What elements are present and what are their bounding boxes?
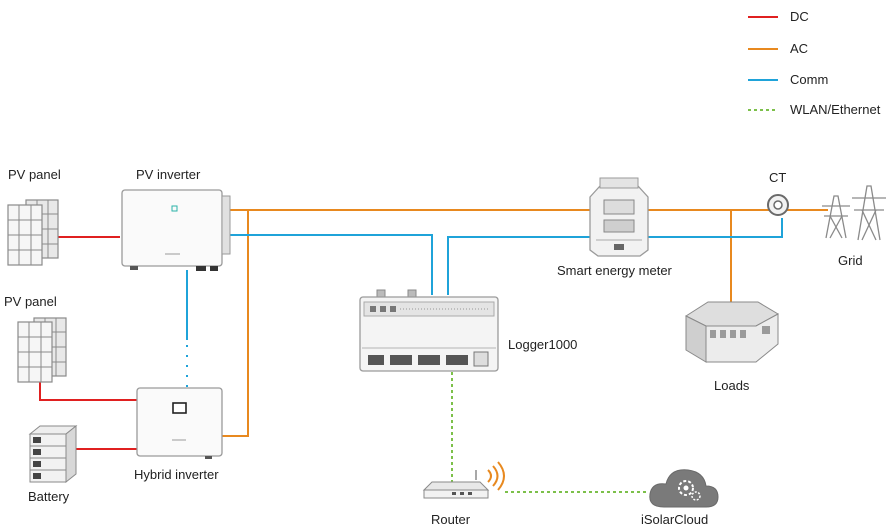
dc-line-pv-bottom xyxy=(39,382,137,401)
router-label: Router xyxy=(431,512,471,527)
loads-label: Loads xyxy=(714,378,750,393)
grid-icon xyxy=(822,185,886,241)
legend-label-wlan: WLAN/Ethernet xyxy=(790,102,881,117)
comm-line-pv-inverter xyxy=(222,234,433,295)
pv-panel-bottom-icon xyxy=(17,317,67,383)
cloud-icon xyxy=(649,469,719,508)
grid-label: Grid xyxy=(838,253,863,268)
battery-icon xyxy=(28,424,78,484)
ac-line-hybrid xyxy=(222,210,249,437)
hybrid-inverter-icon xyxy=(136,387,223,459)
ct-label: CT xyxy=(769,170,786,185)
ct-icon xyxy=(767,194,789,216)
smart-energy-meter-icon xyxy=(589,177,649,257)
pv-inverter-icon xyxy=(121,189,231,271)
pv-panel-top-label: PV panel xyxy=(8,167,61,182)
legend: DC AC Comm WLAN/Ethernet xyxy=(748,9,881,117)
pv-inverter-label: PV inverter xyxy=(136,167,201,182)
pv-panel-top-icon xyxy=(7,199,59,266)
legend-label-comm: Comm xyxy=(790,72,828,87)
smart-energy-meter-label: Smart energy meter xyxy=(557,263,673,278)
hybrid-inverter-label: Hybrid inverter xyxy=(134,467,219,482)
legend-label-ac: AC xyxy=(790,41,808,56)
logger-icon xyxy=(359,289,499,372)
router-icon xyxy=(422,461,505,499)
cloud-label: iSolarCloud xyxy=(641,512,708,527)
legend-label-dc: DC xyxy=(790,9,809,24)
battery-label: Battery xyxy=(28,489,70,504)
logger-label: Logger1000 xyxy=(508,337,577,352)
loads-icon xyxy=(684,301,780,363)
pv-panel-bottom-label: PV panel xyxy=(4,294,57,309)
